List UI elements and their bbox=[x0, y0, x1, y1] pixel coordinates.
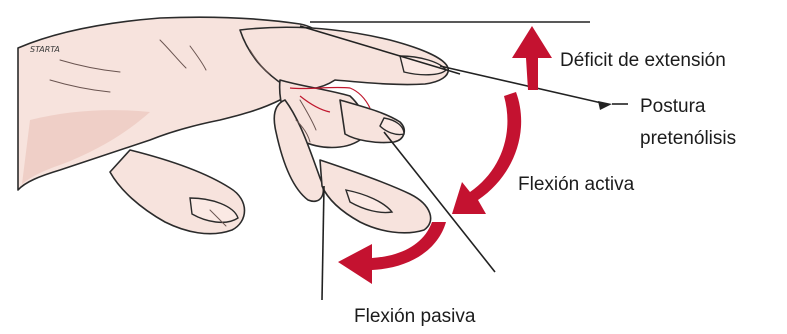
labels: Déficit de extensión Postura pretenólisi… bbox=[354, 50, 736, 327]
passive-flexion-label: Flexión pasiva bbox=[354, 306, 476, 327]
passive-flexion-line bbox=[322, 186, 324, 300]
active-flexion-label: Flexión activa bbox=[518, 174, 635, 195]
pretenolysis-line bbox=[440, 66, 606, 104]
extension-deficit-label: Déficit de extensión bbox=[560, 50, 726, 71]
pointer-arrowhead bbox=[598, 101, 612, 110]
pretenolysis-label-line1: Postura bbox=[640, 96, 706, 117]
pretenolysis-label-line2: pretenólisis bbox=[640, 128, 736, 149]
hand-illustration: STARTA bbox=[18, 17, 448, 233]
extension-deficit-arrow bbox=[512, 26, 552, 90]
active-flexion-arrow bbox=[452, 92, 521, 214]
artist-signature: STARTA bbox=[30, 45, 60, 54]
